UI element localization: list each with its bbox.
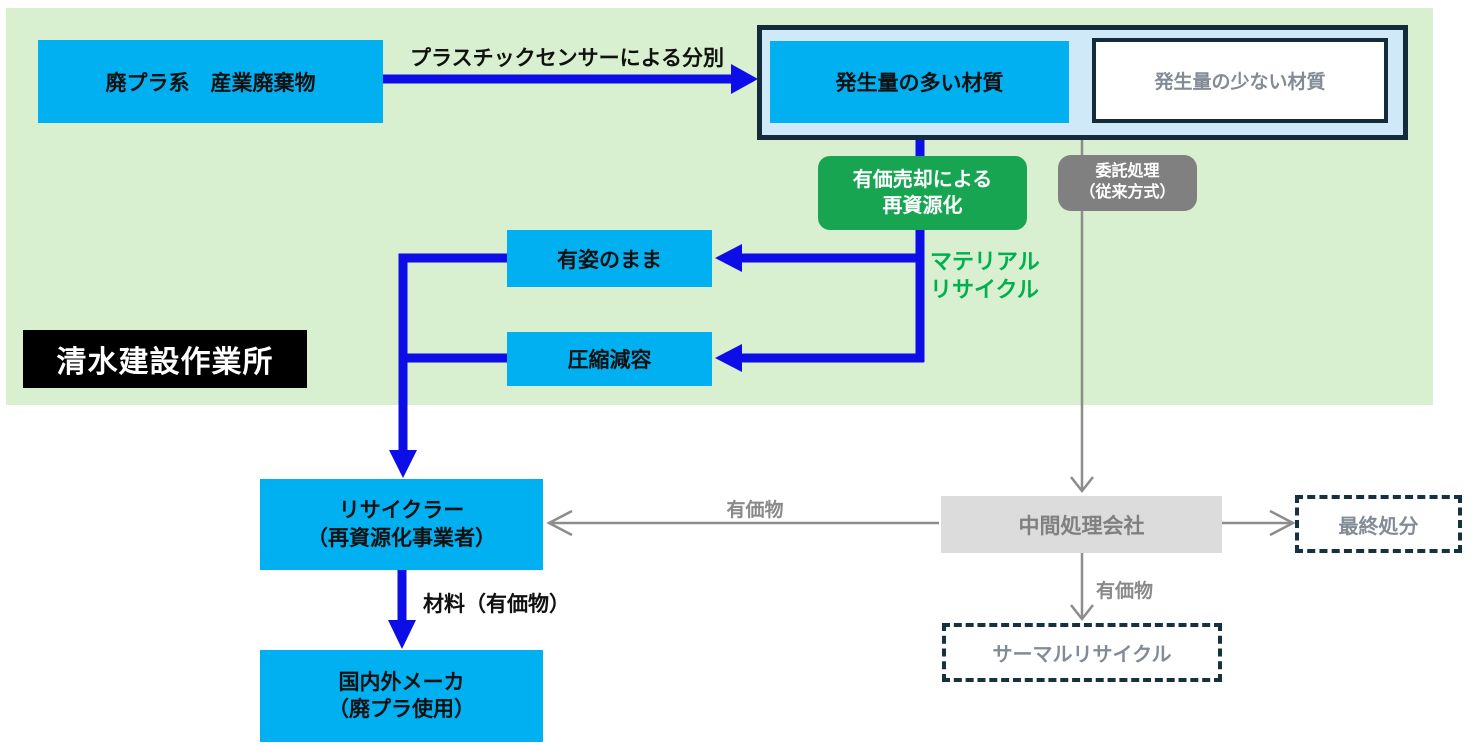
manufacturer-box: 国内外メーカ （廃プラ使用） [260, 650, 543, 742]
recycler-arrowhead [389, 450, 417, 478]
sensor-sorting-label: プラスチックセンサーによる分別 [410, 47, 724, 70]
high-volume-material-box: 発生量の多い材質 [770, 41, 1069, 123]
waste-source-box: 廃プラ系 産業廃棄物 [38, 40, 383, 123]
maker-arrowhead [388, 620, 416, 649]
recycler-box: リサイクラー （再資源化事業者） [260, 479, 543, 570]
intermediate-company-box: 中間処理会社 [941, 496, 1222, 553]
final-disposal-box: 最終処分 [1295, 495, 1462, 553]
as-is-box: 有姿のまま [507, 230, 712, 287]
intermediate-arrowhead [1070, 476, 1094, 494]
compression-box: 圧縮減容 [507, 332, 712, 386]
site-area-label: 清水建設作業所 [23, 330, 307, 388]
thermal-arrowhead [1070, 604, 1094, 622]
valuable-sale-recycling-box: 有価売却による 再資源化 [818, 156, 1027, 230]
valuables-to-thermal-label: 有価物 [1096, 581, 1154, 602]
material-valuables-label: 材料（有価物） [423, 593, 570, 616]
consignment-processing-box: 委託処理 （従来方式） [1058, 155, 1197, 211]
valuables-to-recycler-label: 有価物 [726, 500, 784, 521]
low-volume-material-box: 発生量の少ない材質 [1092, 38, 1388, 123]
thermal-recycle-box: サーマルリサイクル [942, 623, 1222, 682]
valuables-left-arrowhead [546, 509, 573, 537]
material-recycle-label: マテリアル リサイクル [930, 249, 1040, 302]
final-disposal-arrowhead [1269, 509, 1296, 537]
